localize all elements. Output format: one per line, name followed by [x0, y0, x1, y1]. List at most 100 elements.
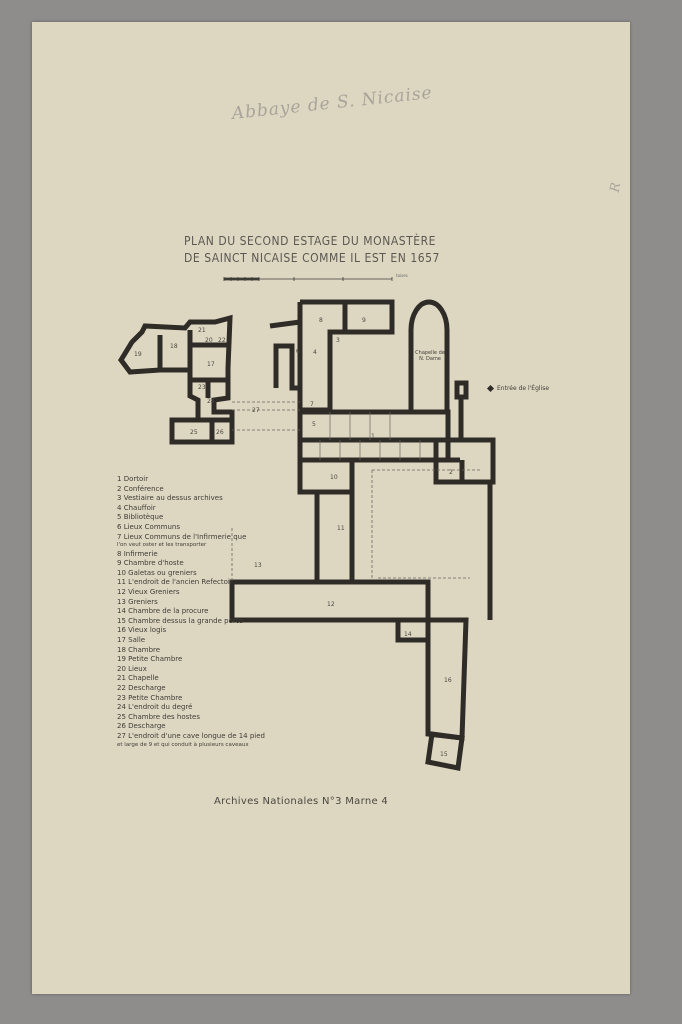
legend-text: Infirmerie [123, 549, 158, 558]
legend-item: 11 L'endroit de l'ancien Refectoir [117, 578, 247, 588]
document-sheet [32, 22, 630, 994]
legend-item: 14 Chambre de la procure [117, 607, 247, 617]
room-label: 26 [216, 429, 224, 436]
legend-text: Chambre dessus la grande porte [128, 616, 243, 625]
legend-number: 16 [117, 626, 126, 635]
legend-text: Vieux Greniers [128, 588, 180, 597]
room-label: 22 [218, 337, 226, 344]
legend-item: 18 Chambre [117, 646, 247, 656]
room-label: 4 [313, 349, 317, 356]
plan-title-line-1: PLAN DU SECOND ESTAGE DU MONASTÈRE [184, 234, 437, 248]
legend-text: Greniers [128, 597, 158, 606]
diamond-icon [486, 384, 495, 393]
legend-item: 2 Conférence [117, 485, 247, 495]
room-label: 1 [371, 433, 375, 440]
legend-text: Lieux Communs [123, 522, 180, 531]
legend-number: 3 [117, 494, 122, 503]
room-label: 17 [207, 361, 215, 368]
room-label: 12 [327, 601, 335, 608]
legend-text: Chambre de la procure [128, 607, 209, 616]
legend-number: 27 [117, 731, 126, 740]
light-lines [231, 401, 480, 582]
legend-text: Dortoir [123, 475, 149, 483]
legend-number: 13 [117, 597, 126, 606]
legend-text: Bibliotèque [123, 513, 164, 522]
legend-item: 25 Chambre des hostes [117, 713, 247, 723]
legend-number: 12 [117, 588, 126, 597]
legend-item: 21 Chapelle [117, 674, 247, 684]
archives-reference: Archives Nationales N°3 Marne 4 [214, 796, 389, 807]
legend-item-continuation: l'on veut oster et les transporter [117, 542, 207, 549]
legend-text: Salle [128, 636, 146, 644]
legend-text: Lieux [128, 664, 147, 673]
dortoir-cells [319, 412, 421, 460]
legend-number: 7 [117, 532, 122, 541]
room-labels: 1 3 4 5 6 7 8 9 10 11 12 13 14 15 16 17 … [134, 317, 453, 758]
legend-text: Chauffoir [123, 503, 156, 512]
legend-item: 20 Lieux [117, 665, 247, 675]
legend-text: Conférence [123, 484, 164, 493]
legend-number: 23 [117, 693, 126, 702]
legend-text: L'endroit du degré [128, 703, 193, 712]
legend-item: 23 Petite Chambre [117, 694, 247, 704]
legend-number: 17 [117, 636, 126, 644]
legend-item: 3 Vestiaire au dessus archives [117, 494, 247, 504]
legend-item-continuation: et large de 9 et qui conduit à plusieurs… [117, 741, 249, 748]
legend-text: Petite Chambre [128, 693, 183, 702]
legend-number: 11 [117, 578, 126, 587]
legend-text: Descharge [128, 722, 166, 731]
legend-number: 24 [117, 703, 126, 712]
entree-text: Entrée de l'Église [497, 385, 550, 392]
legend-text: Chambre d'hoste [123, 559, 184, 568]
legend-item: 9 Chambre d'hoste [117, 559, 247, 569]
legend-number: 15 [117, 616, 126, 625]
room-label: 15 [440, 751, 448, 758]
legend-number: 21 [117, 674, 126, 683]
entree-label: Entrée de l'Église [486, 384, 550, 393]
legend-number: 19 [117, 655, 126, 664]
legend-number: 4 [117, 503, 122, 512]
room-label: 24 [207, 398, 215, 405]
legend-number: 8 [117, 549, 122, 558]
legend-item: 22 Descharge [117, 684, 247, 694]
legend-item: 26 Descharge [117, 722, 247, 732]
legend-text: L'endroit d'une cave longue de 14 pied [128, 731, 265, 740]
room-label: 7 [310, 401, 314, 408]
legend-item: 27 L'endroit d'une cave longue de 14 pie… [117, 731, 265, 742]
room-label: 18 [170, 343, 178, 350]
room-label: 19 [134, 351, 142, 358]
legend-item: 12 Vieux Greniers [117, 588, 247, 598]
legend-item: 16 Vieux logis [117, 626, 247, 636]
legend-number: 14 [117, 607, 126, 616]
legend-item: 13 Greniers [117, 598, 247, 608]
legend-number: 9 [117, 559, 122, 568]
room-label: 21 [198, 327, 206, 334]
legend-text: Vestiaire au dessus archives [123, 494, 223, 503]
legend-item: 1 Dortoir [117, 475, 247, 485]
room-label: 16 [444, 677, 452, 684]
legend-number: 25 [117, 712, 126, 721]
room-label: 20 [205, 337, 213, 344]
walls [117, 299, 496, 771]
legend-item: 19 Petite Chambre [117, 655, 247, 665]
scale-bar [223, 277, 393, 281]
legend-number: 6 [117, 522, 122, 531]
room-label: 3 [336, 337, 340, 344]
legend-item: 4 Chauffoir [117, 504, 247, 514]
legend-text: Galetas ou greniers [128, 568, 197, 577]
legend-item: 15 Chambre dessus la grande porte [117, 617, 247, 627]
legend-number: 22 [117, 683, 126, 692]
legend-item: 7 Lieux Communs de l'Infirmerie que [117, 533, 247, 543]
room-label: 13 [254, 562, 262, 569]
legend-item: 8 Infirmerie [117, 550, 247, 560]
legend-text: Chapelle [128, 674, 159, 683]
plan-title-line-2: DE SAINCT NICAISE COMME IL EST EN 1657 [184, 251, 440, 265]
room-label: 6 [296, 348, 300, 355]
room-label: 25 [190, 429, 198, 436]
legend-text: Chambre des hostes [128, 712, 200, 721]
room-label: 9 [362, 317, 366, 324]
legend-item: 24 L'endroit du degré [117, 703, 247, 713]
legend-number: 1 [117, 475, 122, 483]
